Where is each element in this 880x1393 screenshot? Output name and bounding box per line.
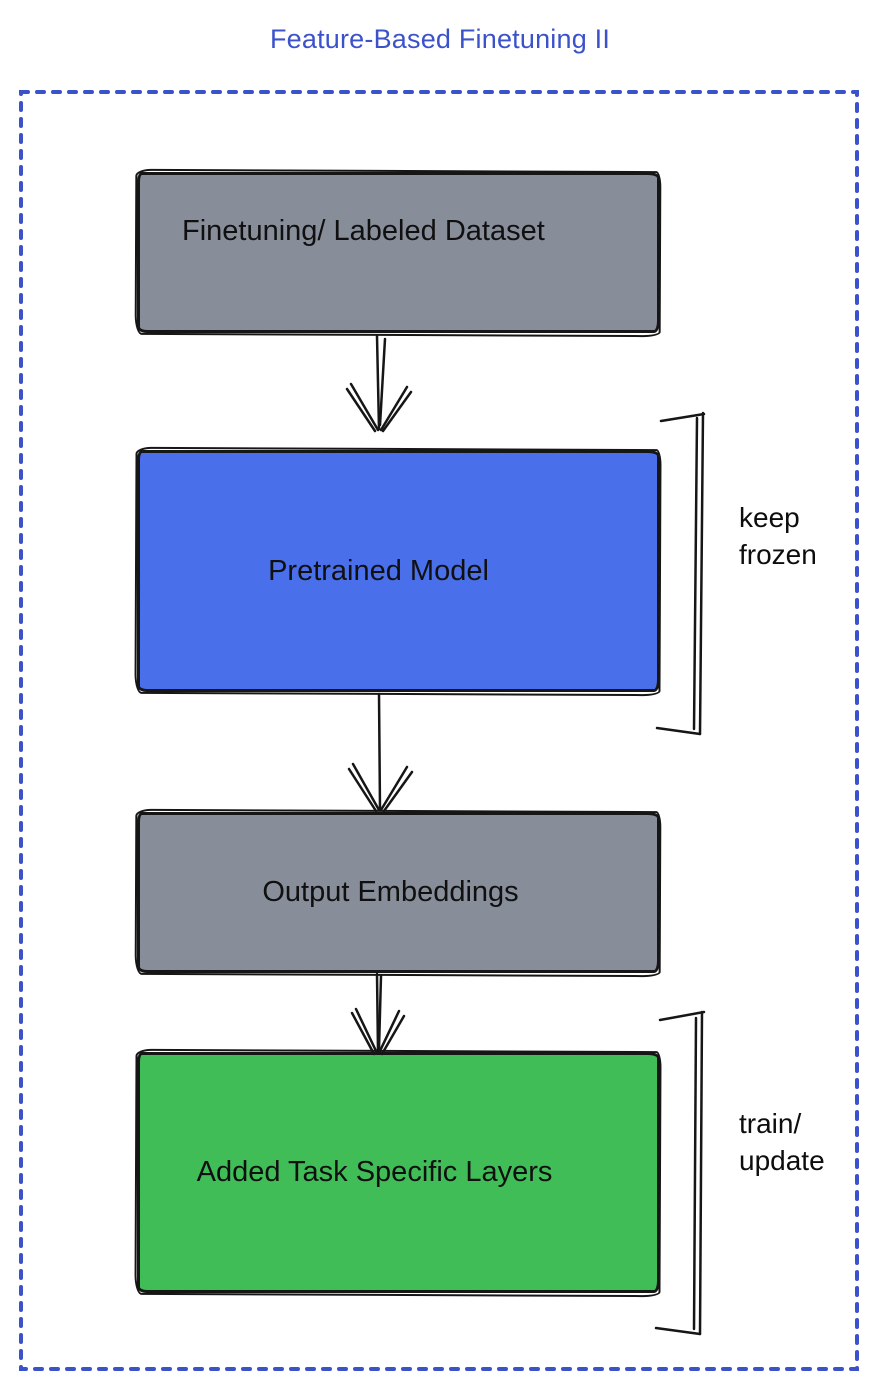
node-label: Finetuning/ Labeled Dataset	[182, 215, 545, 247]
annotation-line: keep	[739, 502, 800, 533]
arrow-embeddings-to-tasklayers-icon	[350, 972, 406, 1056]
annotation-line: update	[739, 1145, 825, 1176]
annotation-line: frozen	[739, 539, 817, 570]
node-added-task-specific-layers: Added Task Specific Layers	[137, 1052, 660, 1293]
annotation-keep-frozen: keep frozen	[739, 499, 817, 573]
bracket-train-update-icon	[654, 1010, 706, 1336]
diagram-title: Feature-Based Finetuning II	[269, 24, 611, 54]
annotation-train-update: train/ update	[739, 1105, 825, 1179]
arrow-pretrained-to-embeddings-icon	[347, 692, 414, 813]
bracket-keep-frozen-icon	[655, 411, 706, 736]
node-output-embeddings: Output Embeddings	[137, 812, 660, 973]
node-pretrained-model: Pretrained Model	[137, 450, 660, 692]
node-label: Pretrained Model	[268, 554, 489, 587]
annotation-line: train/	[739, 1108, 802, 1139]
arrow-dataset-to-pretrained-icon	[345, 334, 413, 433]
node-label: Output Embeddings	[262, 876, 519, 908]
node-finetuning-labeled-dataset: Finetuning/ Labeled Dataset	[137, 172, 660, 333]
node-label: Added Task Specific Layers	[196, 1156, 553, 1188]
